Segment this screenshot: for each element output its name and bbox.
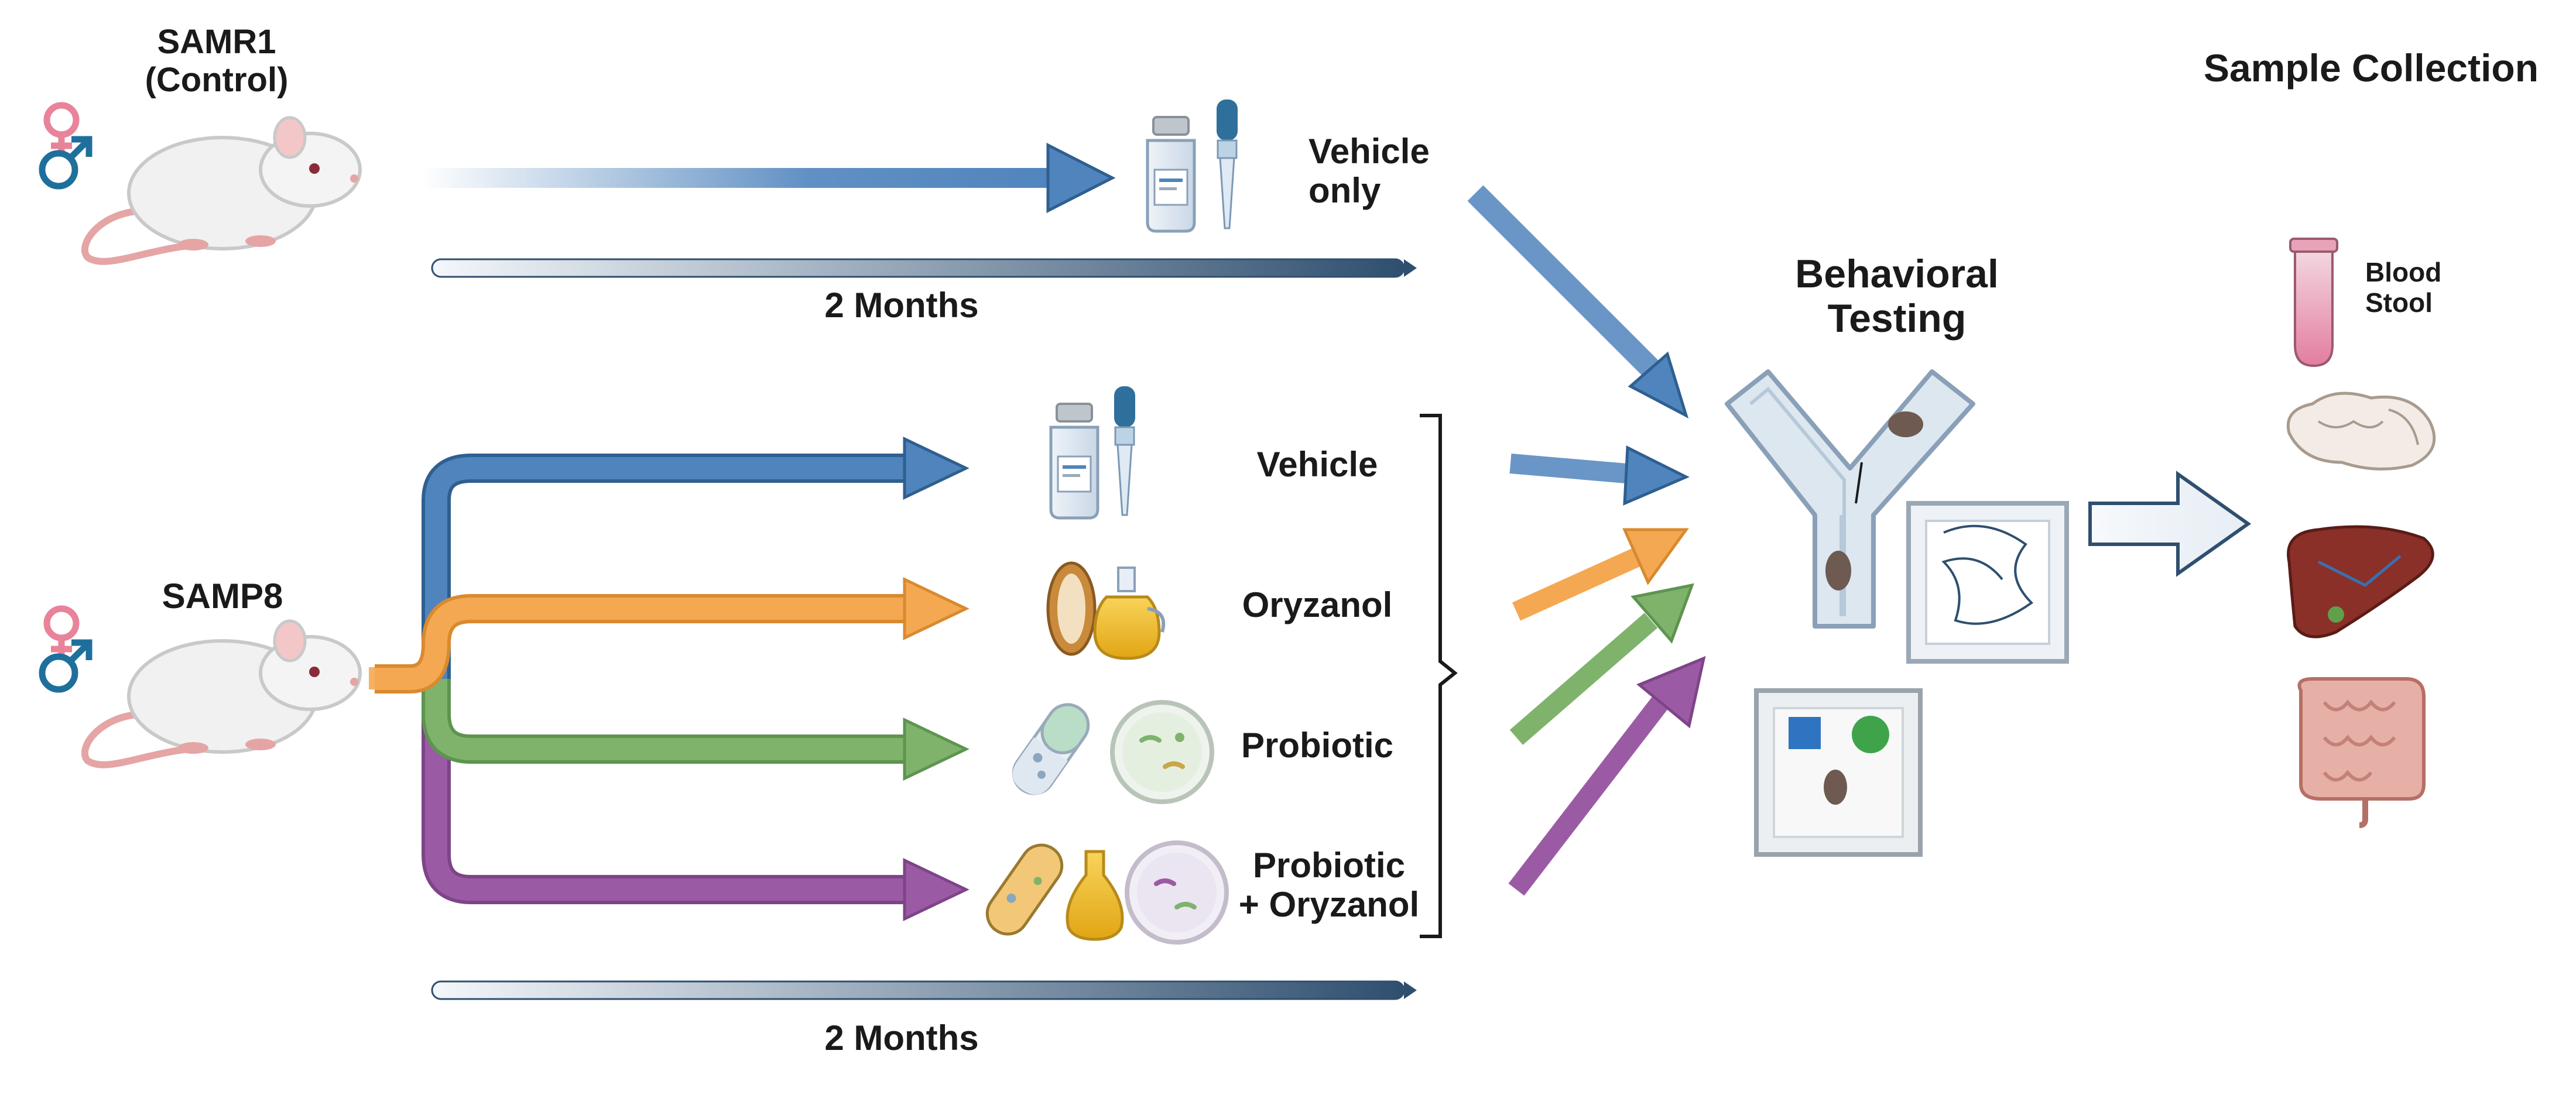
control-group-label: SAMR1 (Control) <box>117 23 316 99</box>
female-male-symbol-icon <box>39 102 93 190</box>
blood-stool-label: Blood Stool <box>2365 257 2442 318</box>
y-maze-icon <box>1725 369 1975 629</box>
sample-collection-title: Sample Collection <box>2203 46 2539 90</box>
control-arrow <box>422 142 1116 214</box>
treatment-arrows <box>369 437 970 921</box>
arm-label-probiotic-oryzanol: Probiotic + Oryzanol <box>1238 846 1420 925</box>
treatment-duration-label: 2 Months <box>824 1018 979 1058</box>
female-male-symbol-icon <box>39 605 93 693</box>
arm-label-oryzanol: Oryzanol <box>1242 585 1393 624</box>
mouse-icon <box>81 619 362 768</box>
probiotic-oryzanol-icon <box>985 840 1229 945</box>
rice-grain-oil-icon <box>1046 561 1166 660</box>
vial-dropper-icon <box>1049 386 1135 520</box>
liver-icon <box>2287 525 2434 639</box>
treatment-group-bracket <box>1420 414 1458 938</box>
control-group-subname: (Control) <box>145 60 289 99</box>
converging-arrows <box>1467 185 1706 896</box>
arm-label-vehicle: Vehicle <box>1256 445 1378 484</box>
vial-dropper-icon <box>1146 99 1238 233</box>
control-treatment-label: Vehicle only <box>1308 132 1430 211</box>
arm-label-probiotic: Probiotic <box>1241 726 1393 765</box>
control-group-name: SAMR1 <box>157 23 276 61</box>
control-duration-label: 2 Months <box>824 286 979 325</box>
mouse-icon <box>81 116 362 265</box>
treatment-timeline-bar <box>431 980 1417 1000</box>
brain-icon <box>2286 392 2436 471</box>
behavioral-testing-title: Behavioral Testing <box>1795 252 1999 341</box>
control-timeline-bar <box>431 258 1417 278</box>
novel-object-box-icon <box>1754 688 1923 857</box>
open-field-maze-icon <box>1906 501 2069 664</box>
intestine-icon <box>2297 677 2426 828</box>
sample-collection-arrow <box>2088 471 2252 577</box>
blood-tube-icon <box>2289 238 2338 368</box>
treatment-group-label: SAMP8 <box>162 576 283 616</box>
probiotic-capsule-petri-icon <box>1012 700 1214 804</box>
